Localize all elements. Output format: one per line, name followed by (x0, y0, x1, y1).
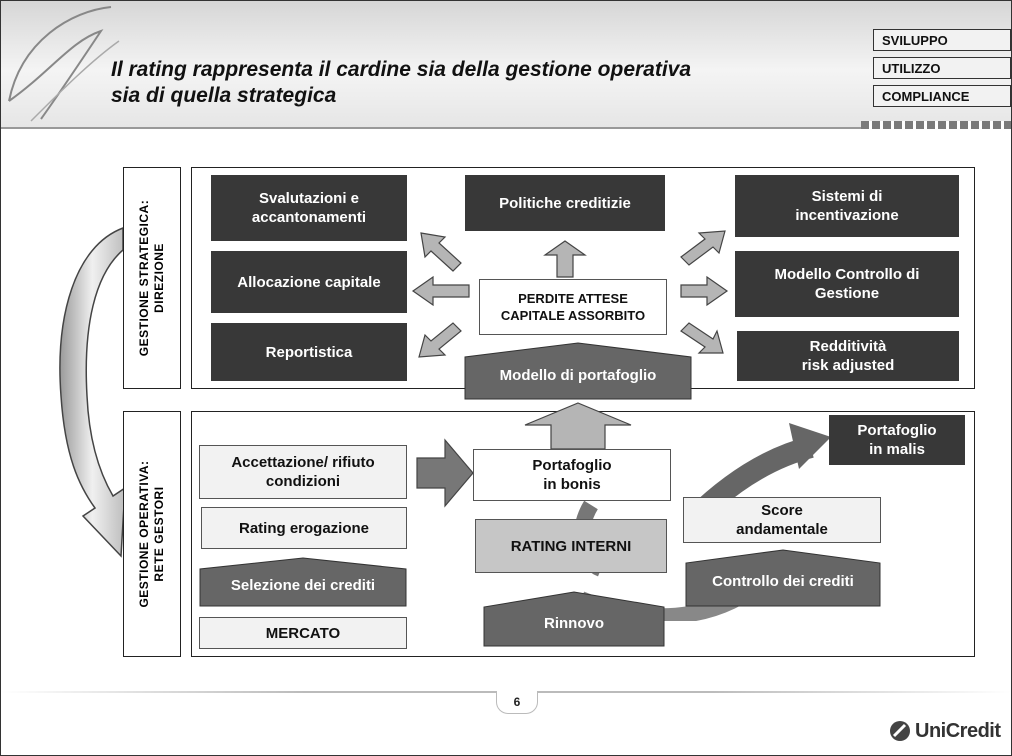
bonis-line-1: Portafoglio (532, 457, 612, 474)
controllo-gestione-line-2: Gestione (814, 285, 880, 302)
portafoglio-bonis-box: Portafoglio in bonis (473, 449, 671, 501)
incentivazione-box: Sistemi di incentivazione (735, 175, 959, 237)
curved-down-arrow-icon (59, 226, 126, 558)
redditivita-box: Redditività risk adjusted (737, 331, 959, 381)
title-line-1: Il rating rappresenta il cardine sia del… (111, 58, 692, 81)
malis-line-1: Portafoglio (857, 422, 937, 439)
controllo-gestione-line-1: Modello Controllo di (774, 266, 920, 283)
perdite-line-1: PERDITE ATTESE (518, 291, 628, 306)
svalutazioni-line-2: accantonamenti (251, 209, 367, 226)
tag-sviluppo: SVILUPPO (873, 29, 1011, 51)
operational-label-line-1: GESTIONE OPERATIVA: (137, 460, 151, 608)
strategic-label-line-2: DIREZIONE (152, 243, 166, 313)
tag-utilizzo: UTILIZZO (873, 57, 1011, 79)
selezione-crediti-label: Selezione dei crediti (230, 576, 376, 594)
allocazione-capitale-box: Allocazione capitale (211, 251, 407, 313)
arrow-right-bonis-icon (416, 438, 474, 508)
tag-compliance: COMPLIANCE (873, 85, 1011, 107)
svalutazioni-box: Svalutazioni e accantonamenti (211, 175, 407, 241)
controllo-crediti-label: Controllo dei crediti (712, 572, 854, 590)
swoosh-logo-icon (8, 6, 120, 122)
malis-line-2: in malis (869, 441, 925, 458)
operational-label-line-2: RETE GESTORI (152, 486, 166, 582)
rating-erogazione-box: Rating erogazione (201, 507, 407, 549)
title-line-2: sia di quella strategica (111, 84, 337, 107)
page-title: Il rating rappresenta il cardine sia del… (111, 57, 811, 109)
modello-portafoglio-shape (464, 342, 692, 400)
redditivita-line-2: risk adjusted (801, 357, 895, 374)
logo-text: UniCredit (915, 719, 1001, 742)
portafoglio-malis-box: Portafoglio in malis (829, 415, 965, 465)
score-line-2: andamentale (736, 521, 828, 538)
perdite-attese-box: PERDITE ATTESE CAPITALE ASSORBITO (479, 279, 667, 335)
selezione-crediti-shape (199, 557, 407, 607)
strategic-label-line-1: GESTIONE STRATEGICA: (137, 199, 151, 357)
svalutazioni-line-1: Svalutazioni e (258, 190, 359, 207)
politiche-creditizie-box: Politiche creditizie (465, 175, 665, 231)
rinnovo-label: Rinnovo (544, 614, 604, 632)
score-andamentale-box: Score andamentale (683, 497, 881, 543)
mercato-box: MERCATO (199, 617, 407, 649)
strategic-side-label: GESTIONE STRATEGICA: DIREZIONE (123, 167, 181, 389)
unicredit-logo: UniCredit (889, 716, 1007, 746)
redditivita-line-1: Redditività (809, 338, 887, 355)
controllo-crediti-shape (685, 549, 881, 607)
modello-portafoglio-label: Modello di portafoglio (499, 366, 657, 384)
rating-interni-box: RATING INTERNI (475, 519, 667, 573)
rinnovo-shape (483, 591, 665, 647)
controllo-gestione-box: Modello Controllo di Gestione (735, 251, 959, 317)
perdite-line-2: CAPITALE ASSORBITO (500, 308, 646, 323)
score-line-1: Score (761, 502, 803, 519)
incentivazione-line-2: incentivazione (795, 207, 899, 224)
reportistica-box: Reportistica (211, 323, 407, 381)
operational-side-label: GESTIONE OPERATIVA: RETE GESTORI (123, 411, 181, 657)
accettazione-box: Accettazione/ rifiuto condizioni (199, 445, 407, 499)
slide-header: Il rating rappresenta il cardine sia del… (1, 1, 1011, 129)
bonis-line-2: in bonis (543, 476, 601, 493)
header-dots-divider (861, 121, 1011, 129)
accettazione-line-1: Accettazione/ rifiuto (231, 454, 375, 471)
accettazione-line-2: condizioni (265, 473, 341, 490)
page-number: 6 (496, 691, 538, 714)
incentivazione-line-1: Sistemi di (811, 188, 883, 205)
unicredit-logo-icon (890, 721, 910, 741)
